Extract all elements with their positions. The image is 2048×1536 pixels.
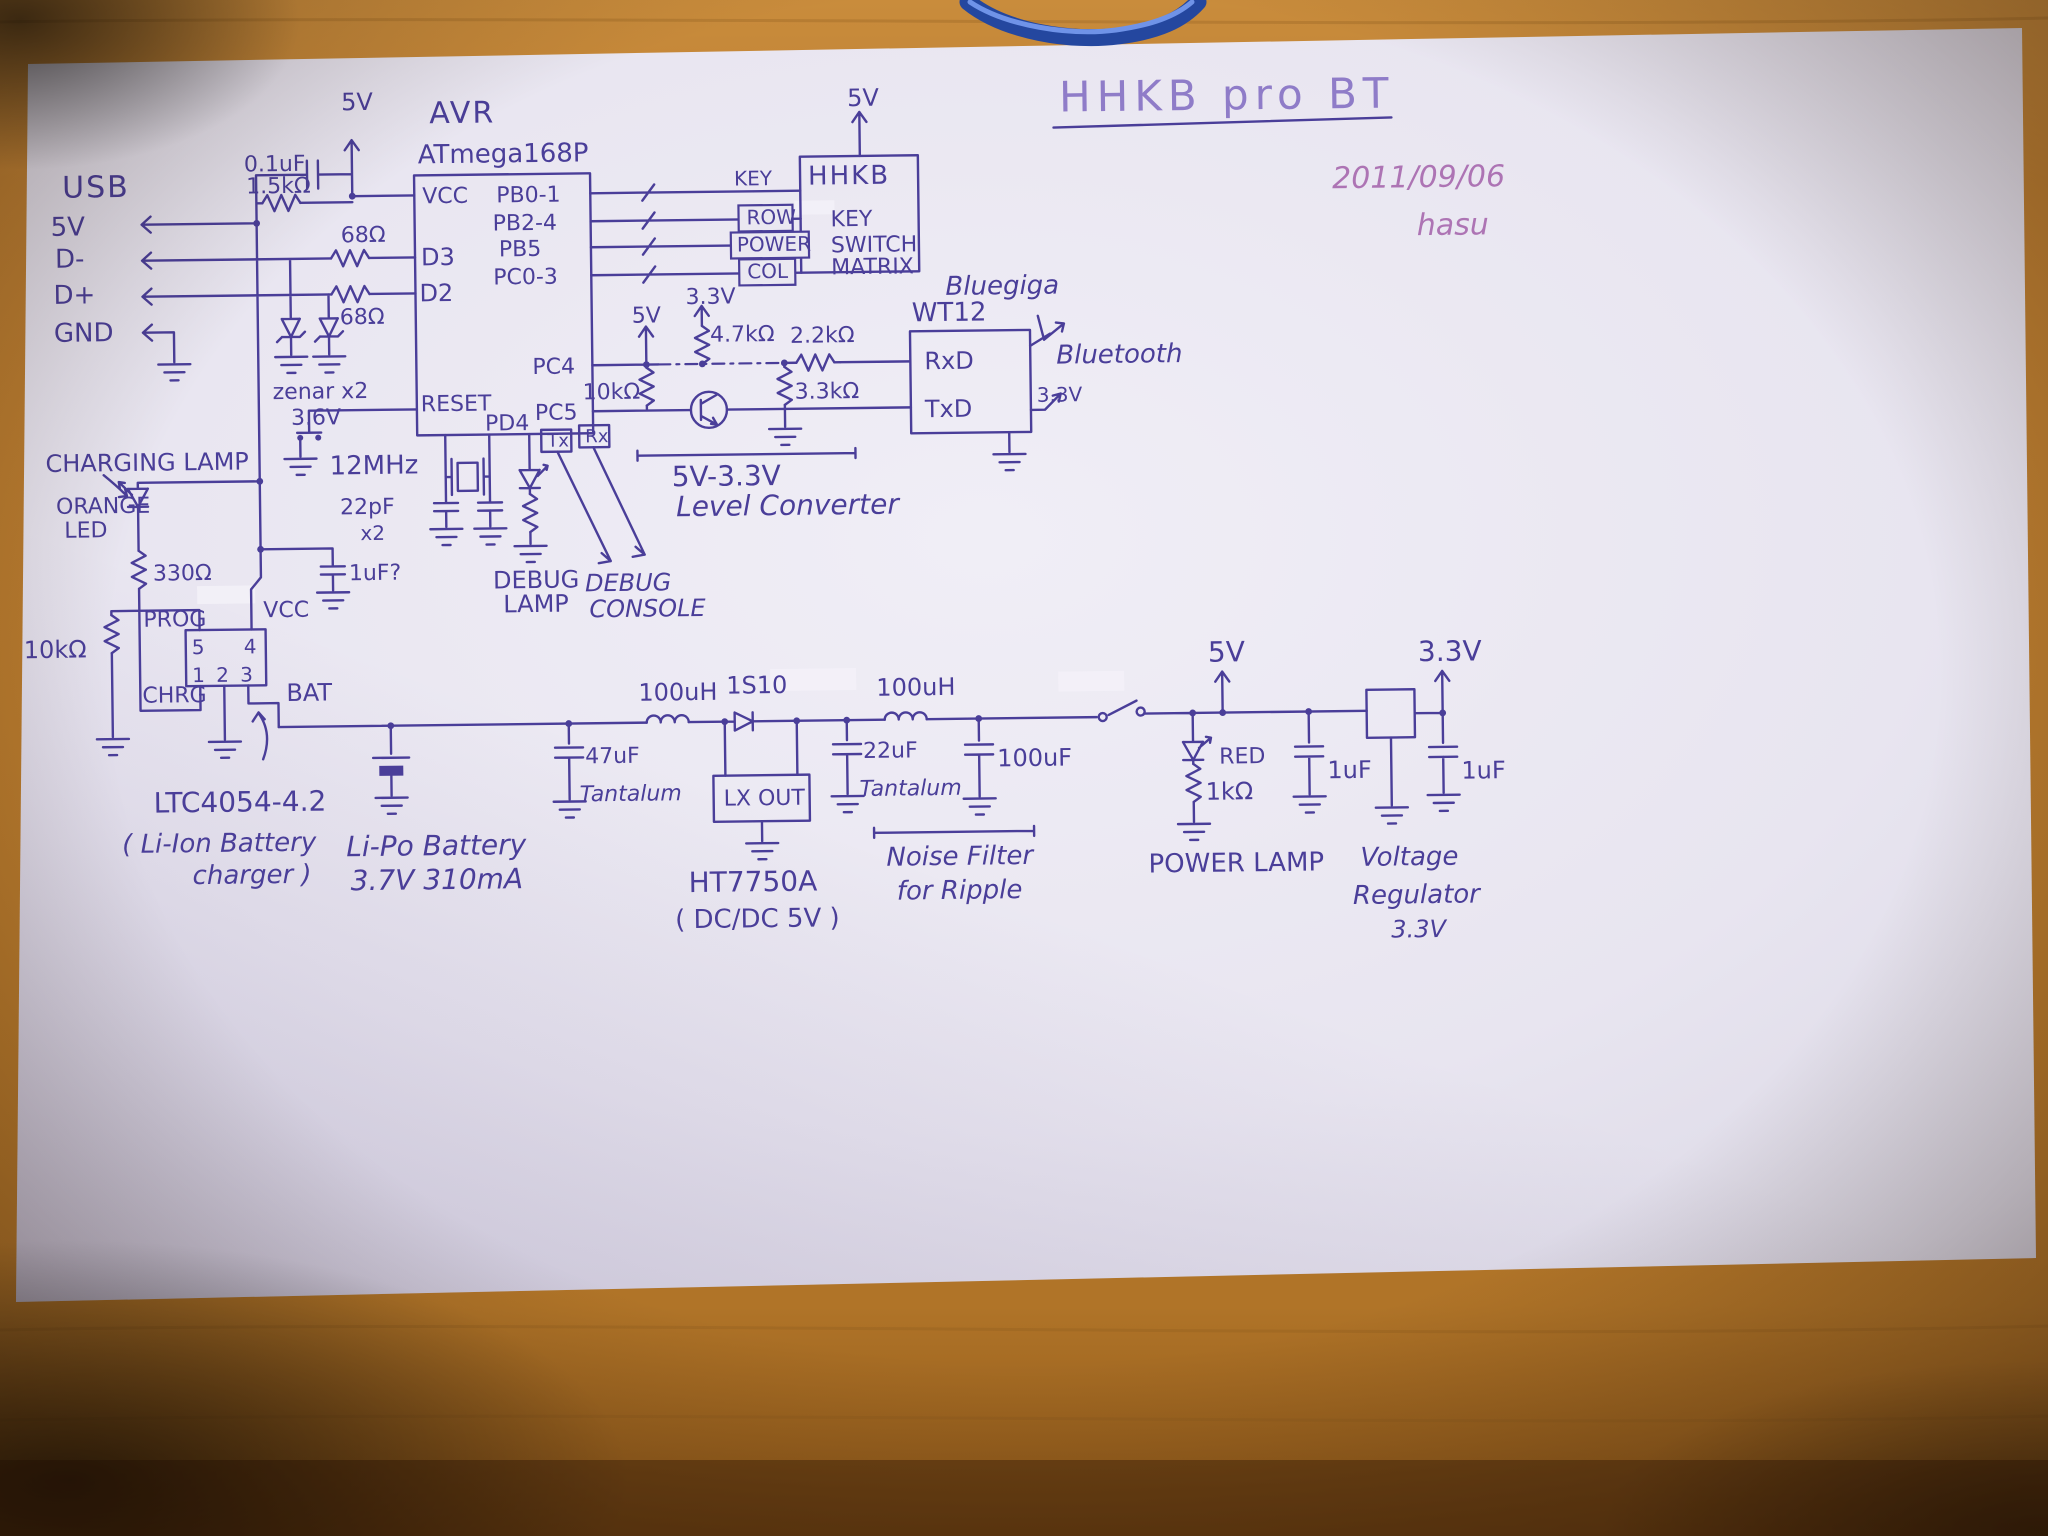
- desk-edge-shadow: [0, 1460, 2048, 1536]
- corner-shadow-bottomleft: [0, 1240, 630, 1536]
- corner-shadow-topleft: [0, 0, 300, 170]
- corner-shadow-bottomright: [1600, 1360, 2048, 1536]
